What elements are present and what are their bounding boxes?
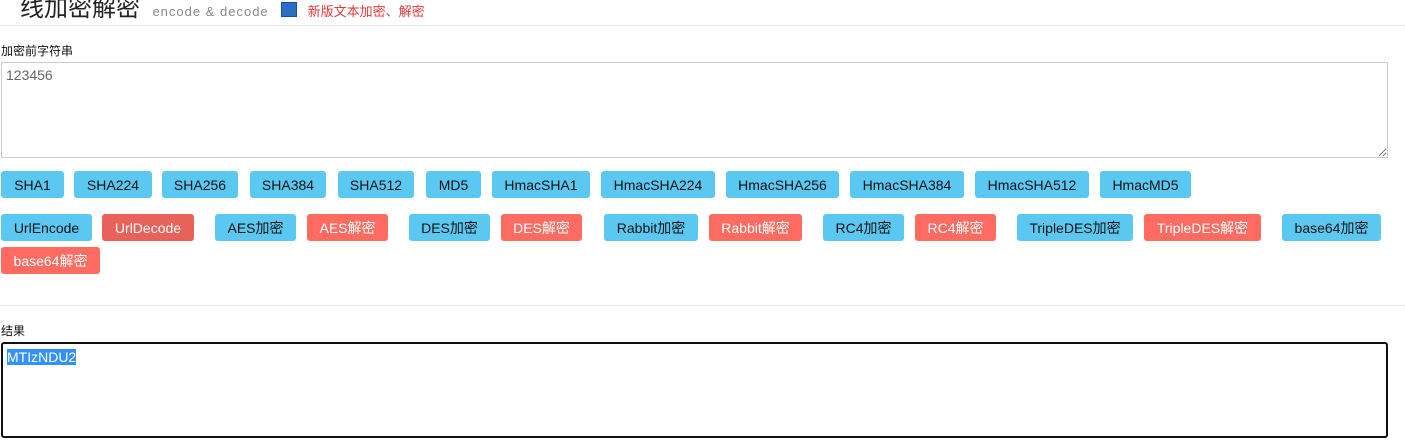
divider (0, 305, 1405, 306)
btn-cipher-9[interactable]: RC4解密 (915, 214, 996, 241)
page-subtitle: encode & decode (152, 4, 269, 19)
btn-cipher-1[interactable]: UrlDecode (102, 214, 194, 241)
page-title: 线加密解密 (20, 0, 140, 22)
input-label: 加密前字符串 (1, 44, 74, 58)
btn-hmacmd5[interactable]: HmacMD5 (1100, 171, 1191, 198)
new-version-link[interactable]: 新版文本加密、解密 (307, 4, 425, 19)
btn-cipher-3[interactable]: AES解密 (307, 214, 388, 241)
result-text[interactable]: MTIzNDU2 (7, 349, 77, 365)
btn-cipher-12[interactable]: base64加密 (1282, 214, 1381, 241)
btn-hmacsha224[interactable]: HmacSHA224 (601, 171, 715, 198)
btn-cipher-5[interactable]: DES解密 (501, 214, 582, 241)
btn-sha1[interactable]: SHA1 (1, 171, 64, 198)
btn-md5[interactable]: MD5 (426, 171, 481, 198)
btn-cipher-2[interactable]: AES加密 (215, 214, 296, 241)
btn-sha224[interactable]: SHA224 (74, 171, 152, 198)
btn-cipher-7[interactable]: Rabbit解密 (709, 214, 802, 241)
btn-hmacsha512[interactable]: HmacSHA512 (975, 171, 1089, 198)
btn-sha512[interactable]: SHA512 (338, 171, 414, 198)
btn-sha384[interactable]: SHA384 (250, 171, 326, 198)
page-header: 线加密解密 encode & decode 新版文本加密、解密 (20, 0, 425, 23)
divider (0, 25, 1405, 26)
new-badge-icon (281, 2, 298, 17)
btn-cipher-10[interactable]: TripleDES加密 (1017, 214, 1133, 241)
btn-cipher-11[interactable]: TripleDES解密 (1144, 214, 1261, 241)
btn-sha256[interactable]: SHA256 (162, 171, 238, 198)
btn-hmacsha384[interactable]: HmacSHA384 (850, 171, 964, 198)
btn-cipher-4[interactable]: DES加密 (409, 214, 490, 241)
btn-hmacsha256[interactable]: HmacSHA256 (726, 171, 839, 198)
btn-cipher-8[interactable]: RC4加密 (823, 214, 904, 241)
btn-cipher-6[interactable]: Rabbit加密 (604, 214, 698, 241)
btn-cipher-0[interactable]: UrlEncode (1, 214, 92, 241)
btn-cipher-13[interactable]: base64解密 (1, 247, 100, 274)
btn-hmacsha1[interactable]: HmacSHA1 (492, 171, 590, 198)
plaintext-input[interactable]: 123456 (1, 62, 1388, 158)
result-label: 结果 (1, 324, 26, 338)
result-output[interactable]: MTIzNDU2 (1, 342, 1388, 438)
